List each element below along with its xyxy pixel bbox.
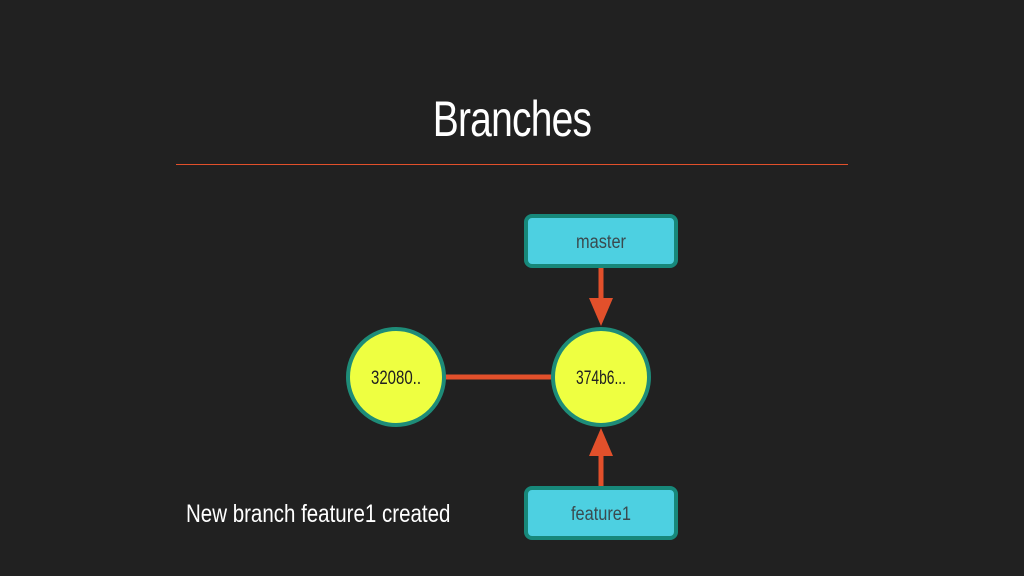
slide-title: Branches [432, 91, 592, 147]
feature1-pointer-arrow [589, 428, 613, 488]
commit-label: 32080.. [371, 368, 421, 389]
branch-master-label: master [576, 232, 627, 253]
slide-caption: New branch feature1 created [186, 500, 451, 528]
master-pointer-arrow [589, 266, 613, 326]
commit-label: 374b6... [576, 368, 626, 389]
title-divider [176, 164, 848, 165]
branch-feature1-label: feature1 [571, 504, 631, 525]
branch-feature1-box[interactable]: feature1 [524, 486, 678, 540]
commit-node[interactable]: 374b6... [551, 327, 651, 427]
branch-master-box[interactable]: master [524, 214, 678, 268]
commit-node[interactable]: 32080.. [346, 327, 446, 427]
